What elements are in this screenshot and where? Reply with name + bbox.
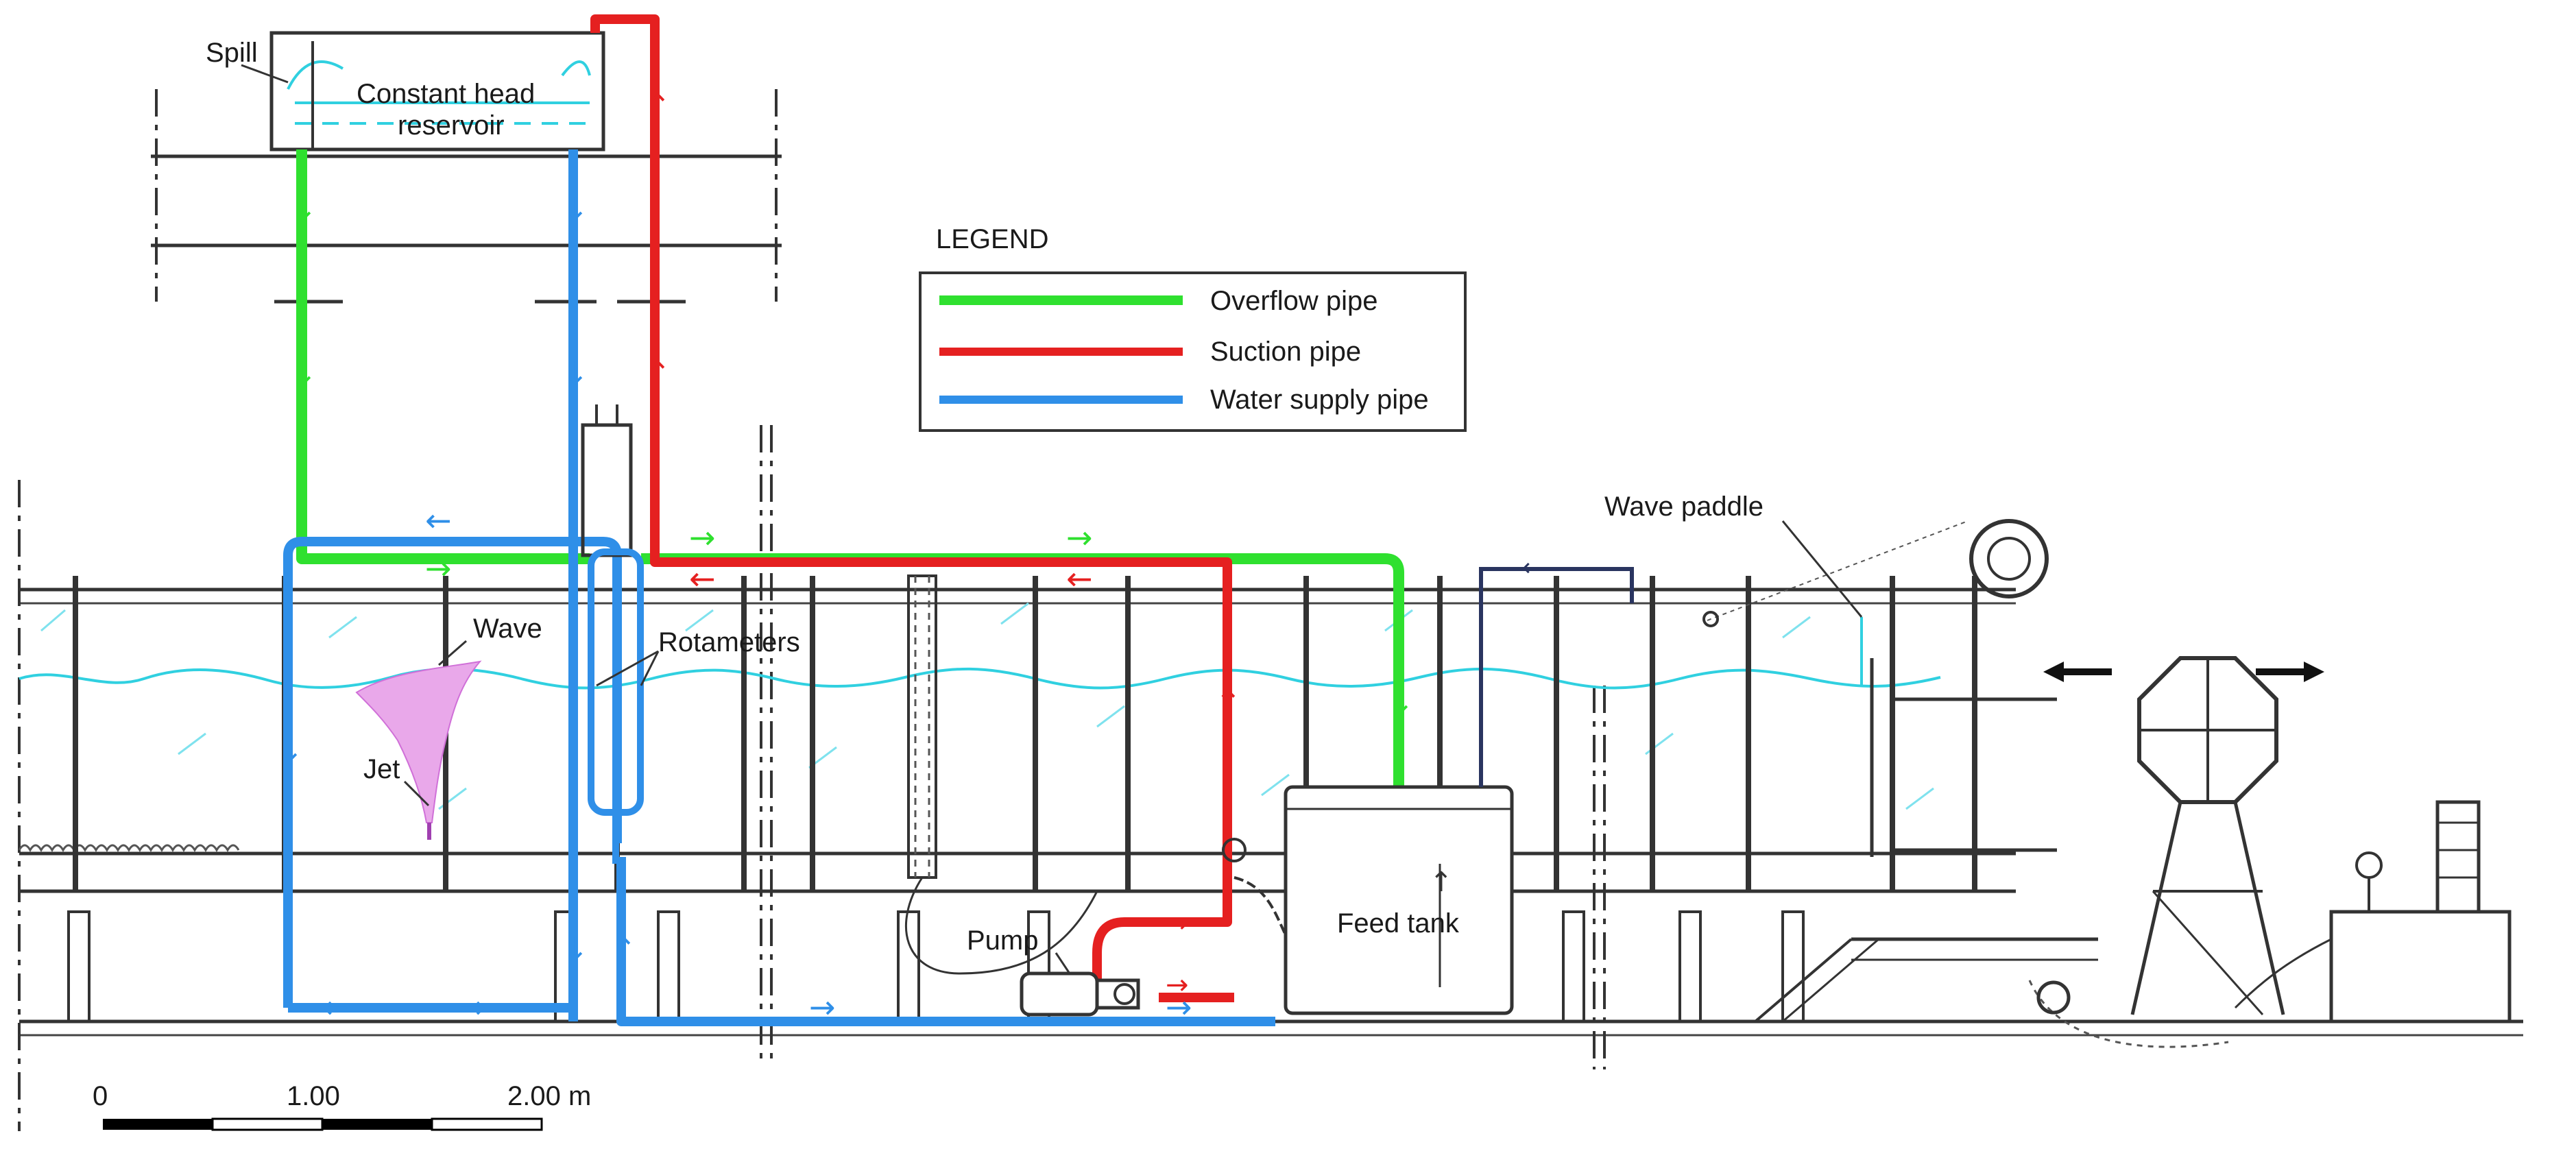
legend-item-overflow: Overflow pipe: [939, 286, 1378, 316]
wave-paddle-assembly: [1702, 519, 2057, 857]
svg-text:→: →: [1166, 989, 1192, 1026]
feed-tank: ↑: [1275, 785, 1522, 1023]
feed-tank-label: Feed tank: [1337, 908, 1460, 939]
scale-seg-white-2: [431, 1117, 543, 1131]
jet-label: Jet: [363, 754, 400, 784]
svg-text:←: ←: [1066, 560, 1093, 597]
legend-title: LEGEND: [936, 224, 1049, 254]
svg-text:↓: ↓: [291, 190, 317, 227]
svg-text:←: ←: [322, 989, 349, 1026]
generator-platform: [1754, 937, 2098, 1023]
paddle-motion-arrows: [2043, 662, 2324, 682]
svg-text:↓: ↓: [562, 190, 589, 227]
spill-pointer: [241, 64, 289, 84]
svg-text:↑: ↑: [645, 354, 671, 391]
scale-seg-black-2: [322, 1119, 432, 1130]
svg-text:→: →: [1166, 908, 1189, 939]
svg-text:→: →: [809, 989, 836, 1026]
svg-text:↓: ↓: [291, 354, 317, 391]
scale-seg-white-1: [211, 1117, 324, 1131]
flume-posts: [73, 576, 1977, 891]
pump: [1020, 971, 1140, 1017]
feed-tank-return: ←: [1479, 554, 1634, 787]
wave-pointer: [438, 640, 467, 666]
rotameters-label: Rotameters: [658, 627, 800, 657]
jet-plume: [355, 660, 482, 840]
hydraulic-power-unit: [2234, 800, 2512, 1024]
svg-text:↓: ↓: [277, 731, 304, 768]
legend-label-suction: Suction pipe: [1210, 337, 1361, 367]
gravel-bed: [18, 844, 240, 853]
scale-seg-black-1: [103, 1119, 213, 1130]
svg-text:←: ←: [689, 560, 716, 597]
svg-text:→: →: [459, 989, 486, 1026]
pump-label: Pump: [967, 925, 1039, 956]
pump-pointer: [1055, 952, 1071, 974]
reservoir-label-line2: reservoir: [398, 110, 505, 141]
svg-text:→: →: [425, 550, 452, 587]
rotameter-assembly: [581, 404, 644, 864]
svg-text:↓: ↓: [562, 354, 589, 391]
flume-water: [19, 602, 1941, 810]
jet-pointer: [403, 780, 430, 807]
wave-label: Wave: [473, 614, 542, 644]
flume-structure: [18, 425, 2523, 1131]
wave-paddle-pointer: [1781, 520, 1863, 618]
wave-generator-frame: [2028, 656, 2285, 1048]
svg-text:↑: ↑: [1430, 867, 1453, 898]
legend-label-supply: Water supply pipe: [1210, 385, 1429, 415]
legend-item-supply: Water supply pipe: [939, 385, 1429, 415]
svg-text:→: →: [1166, 969, 1189, 1001]
scale-tick-0: 0: [93, 1081, 108, 1111]
legend-item-suction: Suction pipe: [939, 337, 1361, 367]
rotameters-pointer: [596, 650, 660, 687]
spill-label: Spill: [206, 38, 258, 68]
overflow-pipe: [296, 149, 1404, 788]
scale-tick-1: 1.00: [287, 1081, 340, 1111]
wave-paddle-label: Wave paddle: [1604, 492, 1764, 522]
suction-pipe: [590, 14, 1234, 1002]
svg-text:←: ←: [425, 502, 452, 539]
svg-text:→: →: [689, 519, 716, 556]
svg-text:↑: ↑: [645, 87, 671, 124]
legend-label-overflow: Overflow pipe: [1210, 286, 1378, 316]
svg-text:↓: ↓: [562, 930, 589, 967]
svg-text:←: ←: [1522, 554, 1543, 582]
scale-tick-2: 2.00 m: [507, 1081, 591, 1111]
legend: LEGEND Overflow pipe Suction pipe Water …: [919, 224, 1467, 432]
svg-text:→: →: [1066, 519, 1093, 556]
chain-column: [905, 574, 1098, 975]
svg-text:↑: ↑: [1215, 683, 1242, 721]
scale-bar: 0 1.00 2.00 m: [93, 1081, 591, 1131]
svg-text:↓: ↓: [1388, 683, 1415, 721]
constant-head-reservoir: [269, 31, 605, 152]
svg-text:↑: ↑: [610, 930, 637, 967]
reservoir-label-line1: Constant head: [357, 79, 535, 109]
